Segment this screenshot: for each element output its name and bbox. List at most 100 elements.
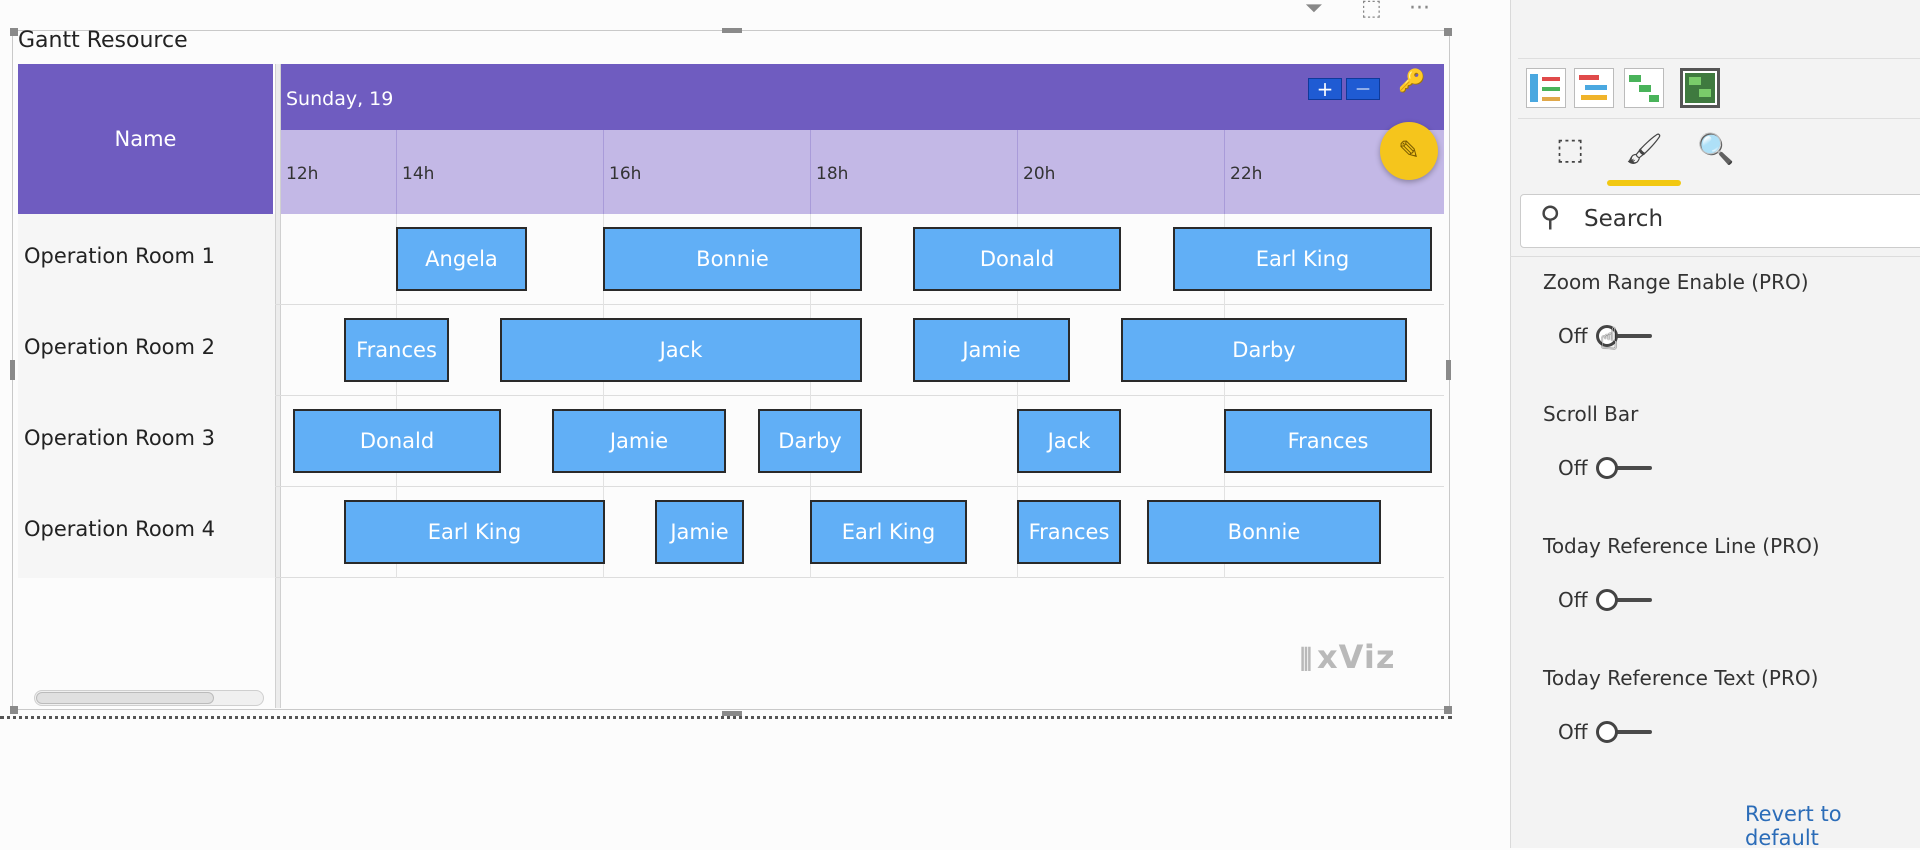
toggle-today-text[interactable] [1600,730,1652,734]
resize-handle-corner-tr[interactable] [1444,28,1452,36]
hour-label: 22h [1230,164,1263,184]
hour-divider [1017,130,1018,214]
row-name-cell [18,305,275,396]
format-pane [1510,0,1920,848]
search-placeholder: Search [1584,206,1664,232]
task-bar[interactable]: Darby [1121,318,1407,382]
xviz-logo: ⫼ xViz [1300,638,1395,676]
row-name-cell [18,214,275,305]
resize-handle-corner-br[interactable] [1444,706,1452,714]
row-name-cell [18,396,275,487]
row-label: Operation Room 4 [24,517,216,541]
task-bar[interactable]: Jamie [913,318,1070,382]
task-bar[interactable]: Earl King [1173,227,1432,291]
visual-type-icon-3[interactable] [1624,68,1664,108]
fields-tab[interactable]: ⬚ [1548,132,1592,172]
task-bar[interactable]: Angela [396,227,527,291]
task-bar[interactable]: Jamie [655,500,744,564]
toggle-knob[interactable] [1596,589,1618,611]
focus-mode-icon[interactable]: ⬚ [1361,0,1382,21]
edit-button[interactable]: ✎ [1380,122,1438,180]
hour-label: 14h [402,164,435,184]
gantt-resource-icon [1685,73,1715,103]
more-options-icon[interactable]: ··· [1409,0,1430,21]
row-name-cell [18,487,275,578]
fields-icon: ⬚ [1555,132,1585,167]
gantt-steps-icon [1629,75,1659,102]
gantt-row: Operation Room 3 Donald Jamie Darby Jack… [18,396,1444,487]
resize-handle-corner-bl[interactable] [10,706,18,714]
date-header [281,64,1444,130]
pencil-icon: ✎ [1398,136,1420,166]
paint-roller-icon: 🖌 [1624,132,1664,167]
pane-divider [1518,118,1920,119]
resize-handle-right[interactable] [1446,360,1451,380]
task-bar[interactable]: Frances [344,318,449,382]
toggle-zoom-range[interactable] [1600,334,1652,338]
analytics-icon: 🔍 [1697,132,1735,167]
visual-type-icon-selected[interactable] [1680,68,1720,108]
format-tab[interactable]: 🖌 [1622,132,1666,172]
task-bar[interactable]: Earl King [344,500,605,564]
task-bar[interactable]: Bonnie [1147,500,1381,564]
toggle-knob[interactable] [1596,325,1618,347]
toggle-knob[interactable] [1596,721,1618,743]
resize-handle-top[interactable] [722,28,742,33]
row-label: Operation Room 1 [24,244,216,268]
task-bar[interactable]: Donald [913,227,1121,291]
analytics-tab[interactable]: 🔍 [1694,132,1738,172]
setting-label-zoom-range: Zoom Range Enable (PRO) [1543,270,1809,294]
zoom-in-button[interactable]: + [1308,78,1342,100]
task-bar[interactable]: Jamie [552,409,726,473]
toggle-state: Off [1558,324,1588,348]
task-bar[interactable]: Frances [1017,500,1121,564]
hand-cursor-icon: ☝ [1600,322,1619,357]
resize-handle-corner-tl[interactable] [10,28,18,36]
gantt-row: Operation Room 1 Angela Bonnie Donald Ea… [18,214,1444,305]
hour-divider [603,130,604,214]
logo-bars-icon: ⫼ [1300,645,1318,675]
task-bar[interactable]: Donald [293,409,501,473]
row-label: Operation Room 3 [24,426,216,450]
toggle-knob[interactable] [1596,457,1618,479]
toggle-scroll-bar[interactable] [1600,466,1652,470]
visual-type-icon-1[interactable] [1526,68,1566,108]
scrollbar-thumb[interactable] [36,692,214,704]
gantt-bars-icon [1579,75,1607,100]
pane-divider [1518,58,1920,59]
search-input[interactable] [1520,194,1920,248]
resize-handle-bottom[interactable] [722,711,742,716]
zoom-out-button[interactable]: — [1346,78,1380,100]
gantt-row: Operation Room 4 Earl King Jamie Earl Ki… [18,487,1444,578]
toggle-state: Off [1558,456,1588,480]
hour-header-row [281,130,1444,214]
setting-label-scroll-bar: Scroll Bar [1543,402,1639,426]
hour-label: 16h [609,164,642,184]
toggle-today-line[interactable] [1600,598,1652,602]
revert-to-default-link[interactable]: Revert to default [1745,802,1842,850]
task-bar[interactable]: Darby [758,409,862,473]
task-bar[interactable]: Earl King [810,500,967,564]
resize-handle-left[interactable] [10,360,15,380]
key-icon[interactable]: 🔑 [1398,69,1426,94]
hour-divider [396,130,397,214]
date-label: Sunday, 19 [286,88,394,110]
hour-label: 12h [286,164,319,184]
visual-title: Gantt Resource [18,28,188,53]
gantt-list-icon [1530,74,1560,102]
task-bar[interactable]: Jack [1017,409,1121,473]
hour-divider [810,130,811,214]
hour-divider [1224,130,1225,214]
active-tab-indicator [1607,180,1681,186]
column-splitter[interactable] [275,64,281,708]
setting-label-today-line: Today Reference Line (PRO) [1543,534,1820,558]
gantt-row: Operation Room 2 Frances Jack Jamie Darb… [18,305,1444,396]
visual-type-icon-2[interactable] [1574,68,1614,108]
task-bar[interactable]: Bonnie [603,227,862,291]
name-column-header: Name [18,64,275,214]
hour-label: 20h [1023,164,1056,184]
toggle-state: Off [1558,720,1588,744]
task-bar[interactable]: Frances [1224,409,1432,473]
filter-icon[interactable]: ⏷ [1305,0,1323,21]
task-bar[interactable]: Jack [500,318,862,382]
